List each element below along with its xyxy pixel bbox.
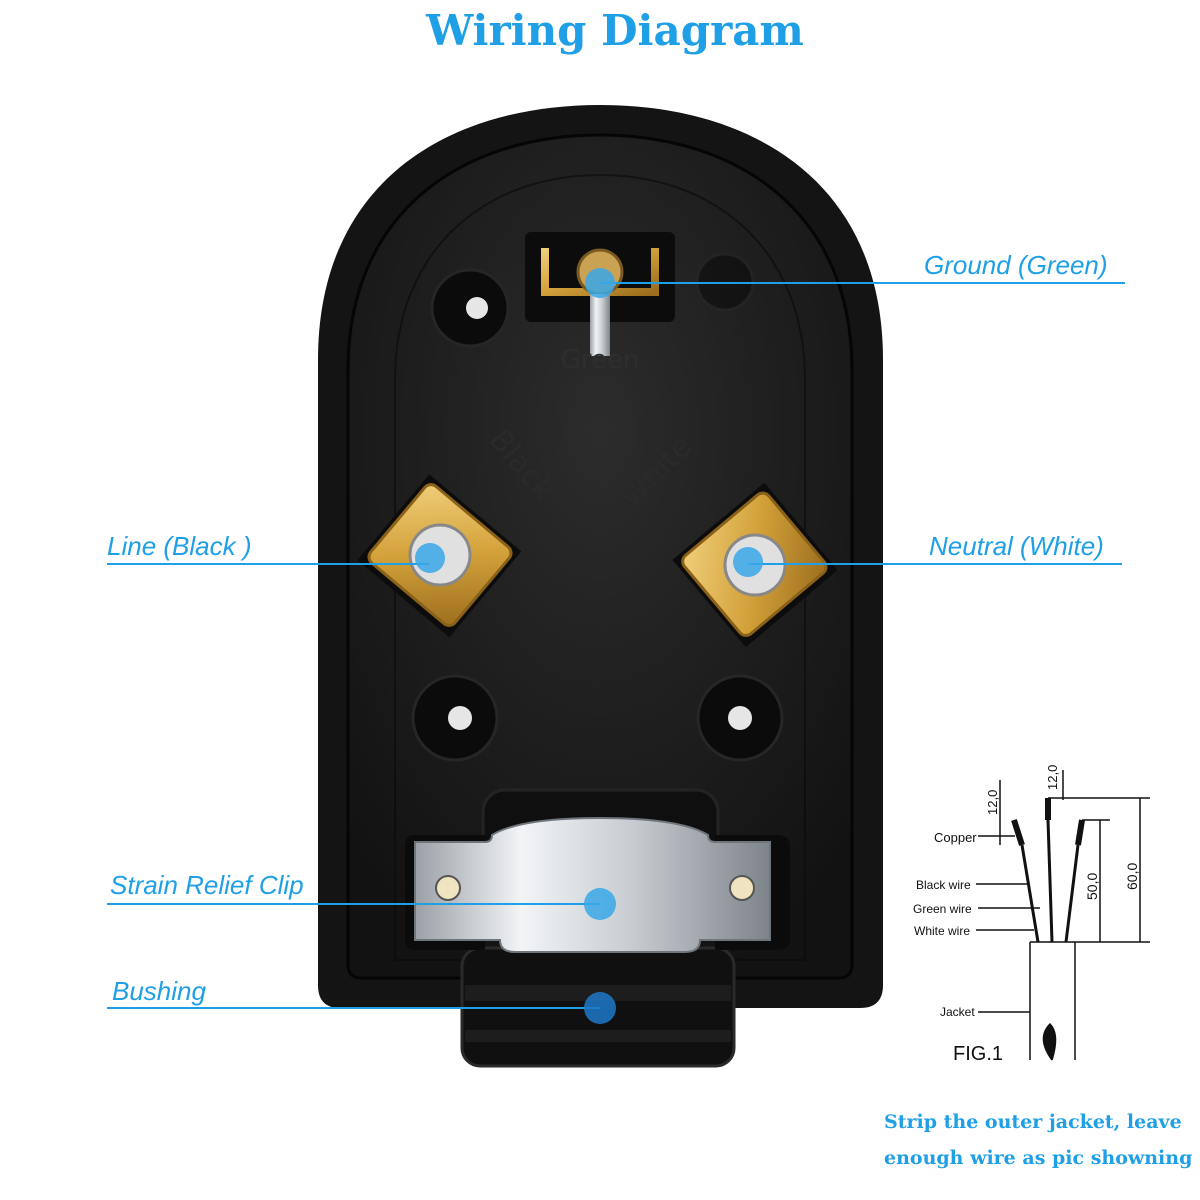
strip-instruction: Strip the outer jacket, leave enough wir… [884,1104,1192,1176]
jacket-label: Jacket [940,1005,975,1019]
dim-strip-2: 12,0 [1045,765,1060,790]
neutral-marker [733,547,763,577]
bushing-label: Bushing [112,976,206,1006]
ground-marker [585,268,615,298]
strain-relief-marker [584,888,616,920]
neutral-label: Neutral (White) [929,531,1104,561]
dim-60: 60,0 [1124,863,1140,890]
line-label: Line (Black ) [107,531,252,561]
fig-caption: FIG.1 [953,1043,1003,1065]
strip-instruction-line2: enough wire as pic showning [884,1147,1193,1169]
green-marking: Green [561,345,640,375]
line-marker [415,543,445,573]
strain-relief-clip [414,816,771,953]
strip-instruction-line1: Strip the outer jacket, leave [884,1111,1182,1133]
black-wire-label: Black wire [916,878,971,892]
wire-strip-figure [976,770,1150,1061]
white-wire-label: White wire [914,924,970,938]
diagram-title: Wiring Diagram [426,6,804,55]
green-wire-label: Green wire [913,902,972,916]
dim-strip-1: 12,0 [985,790,1000,815]
copper-label: Copper [934,830,977,845]
strain-relief-label: Strain Relief Clip [110,870,304,900]
ground-label: Ground (Green) [924,250,1108,280]
bushing-marker [584,992,616,1024]
dim-50: 50,0 [1084,873,1100,900]
